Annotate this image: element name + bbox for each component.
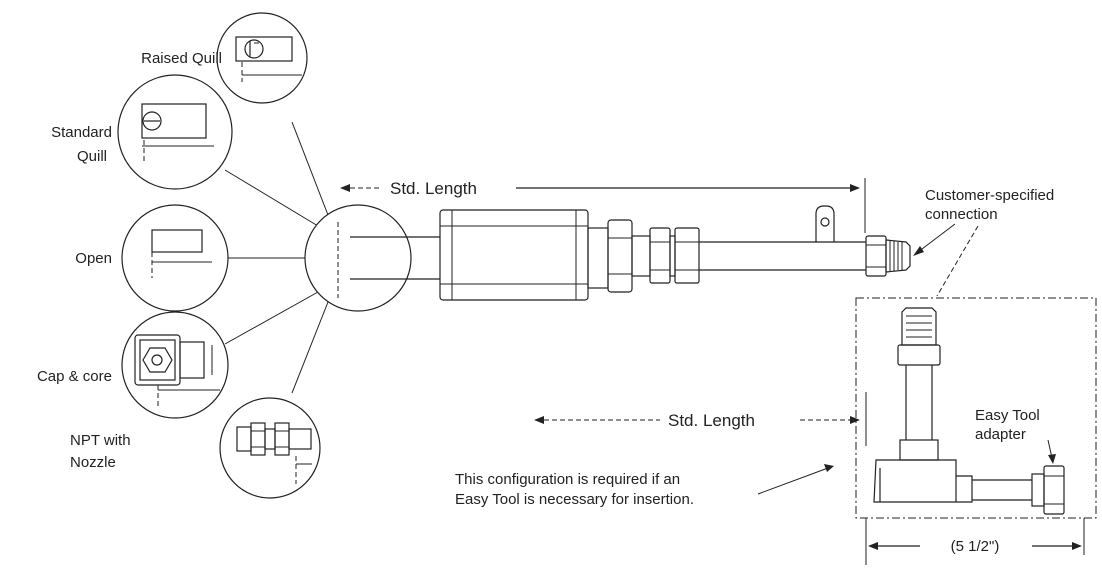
easy-tool-adapter-label-2: adapter [975, 426, 1026, 443]
npt-label-2: Nozzle [70, 454, 116, 471]
note-line-2: Easy Tool is necessary for insertion. [455, 491, 694, 508]
bottom-std-length-label: Std. Length [668, 411, 755, 430]
customer-connection-label-1: Customer-specified [925, 187, 1054, 204]
top-std-length-dimension [340, 178, 866, 233]
note-arrow [757, 464, 834, 495]
customer-connection-label-2: connection [925, 206, 998, 223]
cap-core-detail [121, 311, 229, 419]
easy-tool-adapter-label-1: Easy Tool [975, 407, 1040, 424]
easy-tool-adapter-arrow [1047, 439, 1056, 464]
main-probe-assembly [304, 204, 911, 312]
adapter-length-label: (5 1/2") [951, 538, 1000, 555]
raised-quill-label: Raised Quill [141, 50, 222, 67]
standard-quill-label-2: Quill [77, 148, 107, 165]
open-label: Open [75, 250, 112, 267]
cap-core-label: Cap & core [37, 368, 112, 385]
easy-tool-config-box [855, 297, 1097, 519]
open-detail [121, 204, 229, 312]
customer-connection-arrows [913, 223, 979, 297]
npt-label-1: NPT with [70, 432, 131, 449]
note-line-1: This configuration is required if an [455, 471, 680, 488]
standard-quill-label-1: Standard [51, 124, 112, 141]
adapter-length-dimension [865, 518, 1085, 565]
top-std-length-label: Std. Length [390, 179, 477, 198]
standard-quill-detail [117, 74, 233, 190]
raised-quill-detail [216, 12, 308, 104]
npt-nozzle-detail [219, 397, 321, 499]
bottom-std-length-dimension [534, 392, 867, 446]
detail-leader-lines [224, 121, 329, 394]
